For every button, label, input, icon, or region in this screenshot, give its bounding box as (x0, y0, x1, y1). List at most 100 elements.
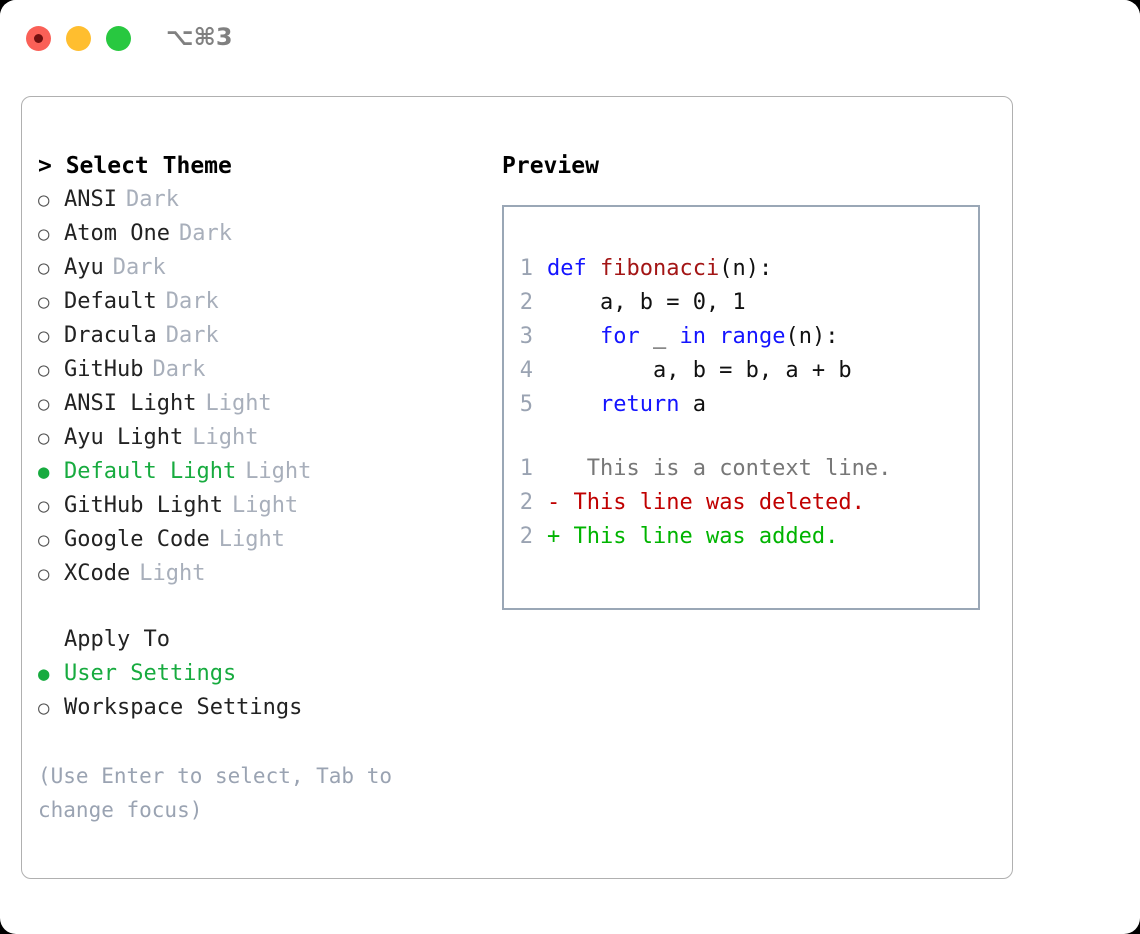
code-token-kw: return (599, 392, 680, 417)
code-token-plain: a, b = b, a + b (547, 358, 852, 383)
diff-sample: 1 This is a context line. 2- This line wa… (504, 452, 978, 554)
minimize-button[interactable] (66, 26, 91, 51)
maximize-button[interactable] (106, 26, 131, 51)
code-token-plain: (n): (785, 324, 839, 349)
code-token-plain: a (679, 392, 706, 417)
code-token-plain (706, 324, 719, 349)
radio-unselected-icon: ○ (38, 189, 50, 211)
code-line-number: 4 (519, 358, 533, 383)
radio-unselected-icon: ○ (38, 427, 50, 449)
theme-variant-tag: Light (245, 459, 312, 484)
radio-selected-icon: ● (38, 461, 50, 483)
theme-variant-tag: Light (218, 527, 285, 552)
theme-option-label: Ayu (64, 255, 104, 280)
diff-marker: - (547, 490, 561, 515)
radio-selected-icon: ● (38, 663, 50, 685)
theme-option-default-light[interactable]: ● Default Light Light (38, 455, 468, 489)
code-line-text: a, b = b, a + b (547, 354, 852, 388)
theme-variant-tag: Light (205, 391, 272, 416)
theme-option-label: GitHub (64, 357, 144, 382)
theme-variant-tag: Dark (152, 357, 206, 382)
theme-option-label: Dracula (64, 323, 157, 348)
code-token-plain (547, 392, 600, 417)
theme-option-ansi[interactable]: ○ ANSI Dark (38, 183, 468, 217)
diff-line-number: 1 (519, 456, 533, 481)
code-line: 4 a, b = b, a + b (504, 354, 978, 388)
theme-variant-tag: Dark (178, 221, 232, 246)
code-line-number: 3 (519, 324, 533, 349)
theme-option-label: ANSI (64, 187, 117, 212)
radio-unselected-icon: ○ (38, 325, 50, 347)
theme-variant-tag: Dark (125, 187, 179, 212)
code-token-kw: in (679, 324, 706, 349)
theme-variant-tag: Light (139, 561, 206, 586)
code-token-kw: def (547, 256, 600, 281)
theme-option-default[interactable]: ○ Default Dark (38, 285, 468, 319)
theme-option-label: XCode (64, 561, 131, 586)
code-line-text: for _ in range(n): (547, 320, 838, 354)
radio-unselected-icon: ○ (38, 291, 50, 313)
apply-to-option-label: User Settings (64, 661, 237, 686)
theme-variant-tag: Dark (165, 289, 219, 314)
radio-unselected-icon: ○ (38, 563, 50, 585)
theme-option-xcode[interactable]: ○ XCode Light (38, 557, 468, 591)
code-line-number: 5 (519, 392, 533, 417)
theme-option-github[interactable]: ○ GitHub Dark (38, 353, 468, 387)
code-token-kw: for (599, 324, 640, 349)
radio-unselected-icon: ○ (38, 495, 50, 517)
close-button[interactable] (26, 26, 51, 51)
traffic-light-buttons (26, 26, 131, 51)
apply-to-option-label: Workspace Settings (64, 695, 303, 720)
code-token-fn: fibonacci (599, 256, 720, 281)
select-theme-heading: > Select Theme (38, 153, 232, 179)
theme-option-label: Ayu Light (64, 425, 184, 450)
theme-option-label: ANSI Light (64, 391, 197, 416)
apply-to-option-user-settings[interactable]: ● User Settings (38, 657, 468, 691)
code-token-plain (547, 324, 600, 349)
theme-option-atom-one[interactable]: ○ Atom One Dark (38, 217, 468, 251)
code-line: 5 return a (504, 388, 978, 422)
apply-to-section: Apply To ● User Settings ○ Workspace Settin… (38, 623, 468, 725)
code-token-plain: a, b = 0, 1 (547, 290, 746, 315)
preview-heading: Preview (502, 153, 599, 179)
code-line-number: 2 (519, 290, 533, 315)
code-line-text: a, b = 0, 1 (547, 286, 746, 320)
theme-option-label: Default (64, 289, 157, 314)
apply-to-heading: Apply To (64, 627, 170, 652)
theme-option-ansi-light[interactable]: ○ ANSI Light Light (38, 387, 468, 421)
diff-line-ctx: 1 This is a context line. (504, 452, 978, 486)
diff-line-number: 2 (519, 524, 533, 549)
theme-option-label: Atom One (64, 221, 170, 246)
radio-unselected-icon: ○ (38, 393, 50, 415)
theme-option-ayu-light[interactable]: ○ Ayu Light Light (38, 421, 468, 455)
code-token-kw: range (719, 324, 786, 349)
apply-to-option-list[interactable]: ● User Settings ○ Workspace Settings (38, 657, 468, 725)
radio-unselected-icon: ○ (38, 697, 50, 719)
title-bar: ⌥⌘3 (0, 0, 1140, 78)
code-token-plain: (n): (719, 256, 773, 281)
apply-to-option-workspace-settings[interactable]: ○ Workspace Settings (38, 691, 468, 725)
radio-unselected-icon: ○ (38, 223, 50, 245)
radio-unselected-icon: ○ (38, 359, 50, 381)
code-token-plain: _ (639, 324, 680, 349)
keyboard-shortcut-label: ⌥⌘3 (166, 23, 233, 51)
theme-option-label: Default Light (64, 459, 237, 484)
theme-variant-tag: Light (192, 425, 259, 450)
diff-line-add: 2+ This line was added. (504, 520, 978, 554)
code-line-text: return a (547, 388, 706, 422)
diff-line-text: This line was deleted. (560, 490, 865, 515)
keyboard-hint-text: (Use Enter to select, Tab to change focu… (38, 764, 393, 822)
diff-line-number: 2 (519, 490, 533, 515)
code-line: 3 for _ in range(n): (504, 320, 978, 354)
theme-option-label: Google Code (64, 527, 210, 552)
